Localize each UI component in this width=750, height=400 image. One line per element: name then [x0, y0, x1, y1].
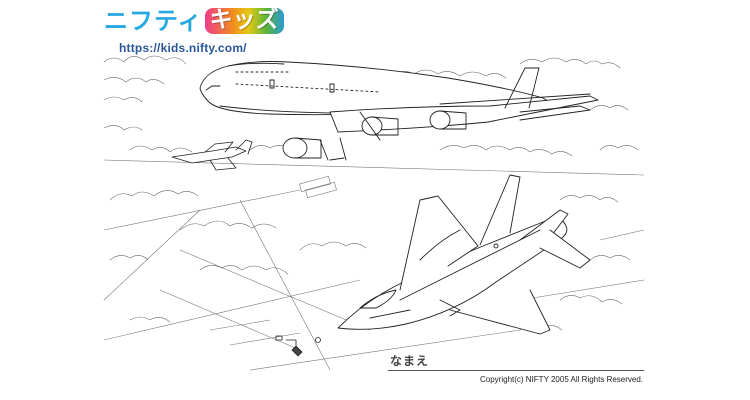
nifty-kids-logo[interactable]: ニフティキッズ https://kids.nifty.com/	[104, 8, 284, 58]
logo-wordmark: ニフティキッズ	[104, 8, 284, 34]
copyright-notice: Copyright(c) NIFTY 2005 All Rights Reser…	[480, 375, 644, 384]
fighter-jet-large	[337, 174, 591, 335]
ground-figure	[275, 335, 321, 357]
engine-group	[282, 110, 467, 159]
name-field-label: なまえ	[390, 354, 430, 368]
airliner-747	[199, 61, 599, 161]
logo-url[interactable]: https://kids.nifty.com/	[119, 41, 247, 55]
logo-brand-text: ニフティ	[104, 7, 203, 35]
logo-kids-text: キッズ	[204, 8, 284, 34]
name-write-line	[388, 370, 644, 371]
fighter-jet-small	[171, 139, 253, 171]
cloud-layer-lower	[109, 190, 631, 331]
